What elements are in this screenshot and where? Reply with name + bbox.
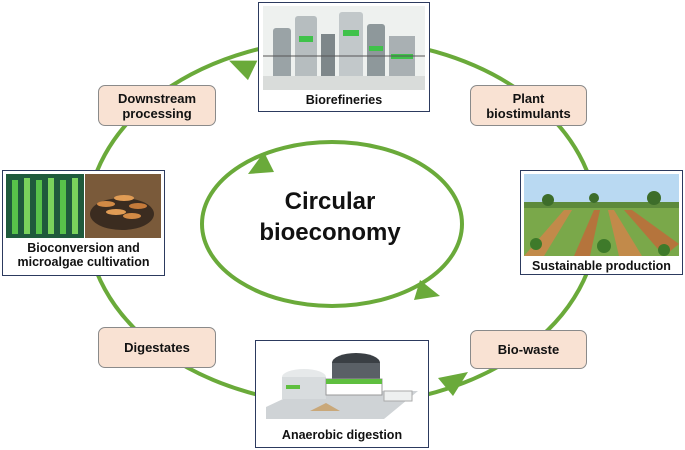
center-title: Circular bioeconomy [250,186,410,248]
arrowhead-to-anaerobic-digestion [438,372,468,396]
biorefinery-illustration [263,6,425,90]
arrowhead-to-biorefineries [229,60,258,81]
sustainable-production-label: Sustainable production [532,259,671,273]
digester-illustration [260,345,424,423]
inner-arrowhead-bottom [414,280,440,300]
plant-biostimulants-line2: biostimulants [486,105,571,121]
crop-field-icon [524,174,679,256]
downstream-line2: processing [122,105,192,121]
biogas-plant-icon [260,345,424,423]
crop-field-illustration [524,174,679,256]
anaerobic-digestion-card: Anaerobic digestion [255,340,429,448]
center-title-line1: Circular [284,188,376,215]
plant-biostimulants-line1: Plant [512,90,545,106]
bioconversion-label: Bioconversion and microalgae cultivation [3,241,164,269]
microalgae-larvae-icon [6,174,161,238]
biorefinery-plant-icon [263,6,425,90]
biorefineries-label: Biorefineries [305,93,383,107]
sustainable-production-card: Sustainable production [520,170,683,275]
anaerobic-digestion-label: Anaerobic digestion [281,428,403,442]
bioconversion-line1: Bioconversion and [27,241,140,255]
downstream-line1: Downstream [117,90,197,106]
inner-arrowhead-top [248,152,274,174]
bio-waste-tag: Bio-waste [470,330,587,369]
bio-waste-label: Bio-waste [497,342,560,357]
digestates-tag: Digestates [98,327,216,368]
biorefineries-card: Biorefineries [258,2,430,112]
digestates-label: Digestates [124,340,190,355]
downstream-processing-tag: Downstream processing [98,85,216,126]
bioconversion-line2: microalgae cultivation [17,255,150,269]
plant-biostimulants-tag: Plant biostimulants [470,85,587,126]
bioconversion-card: Bioconversion and microalgae cultivation [2,170,165,276]
center-title-line2: bioeconomy [259,219,401,246]
microalgae-larvae-illustration [6,174,161,238]
inner-cycle-ring [200,140,464,308]
